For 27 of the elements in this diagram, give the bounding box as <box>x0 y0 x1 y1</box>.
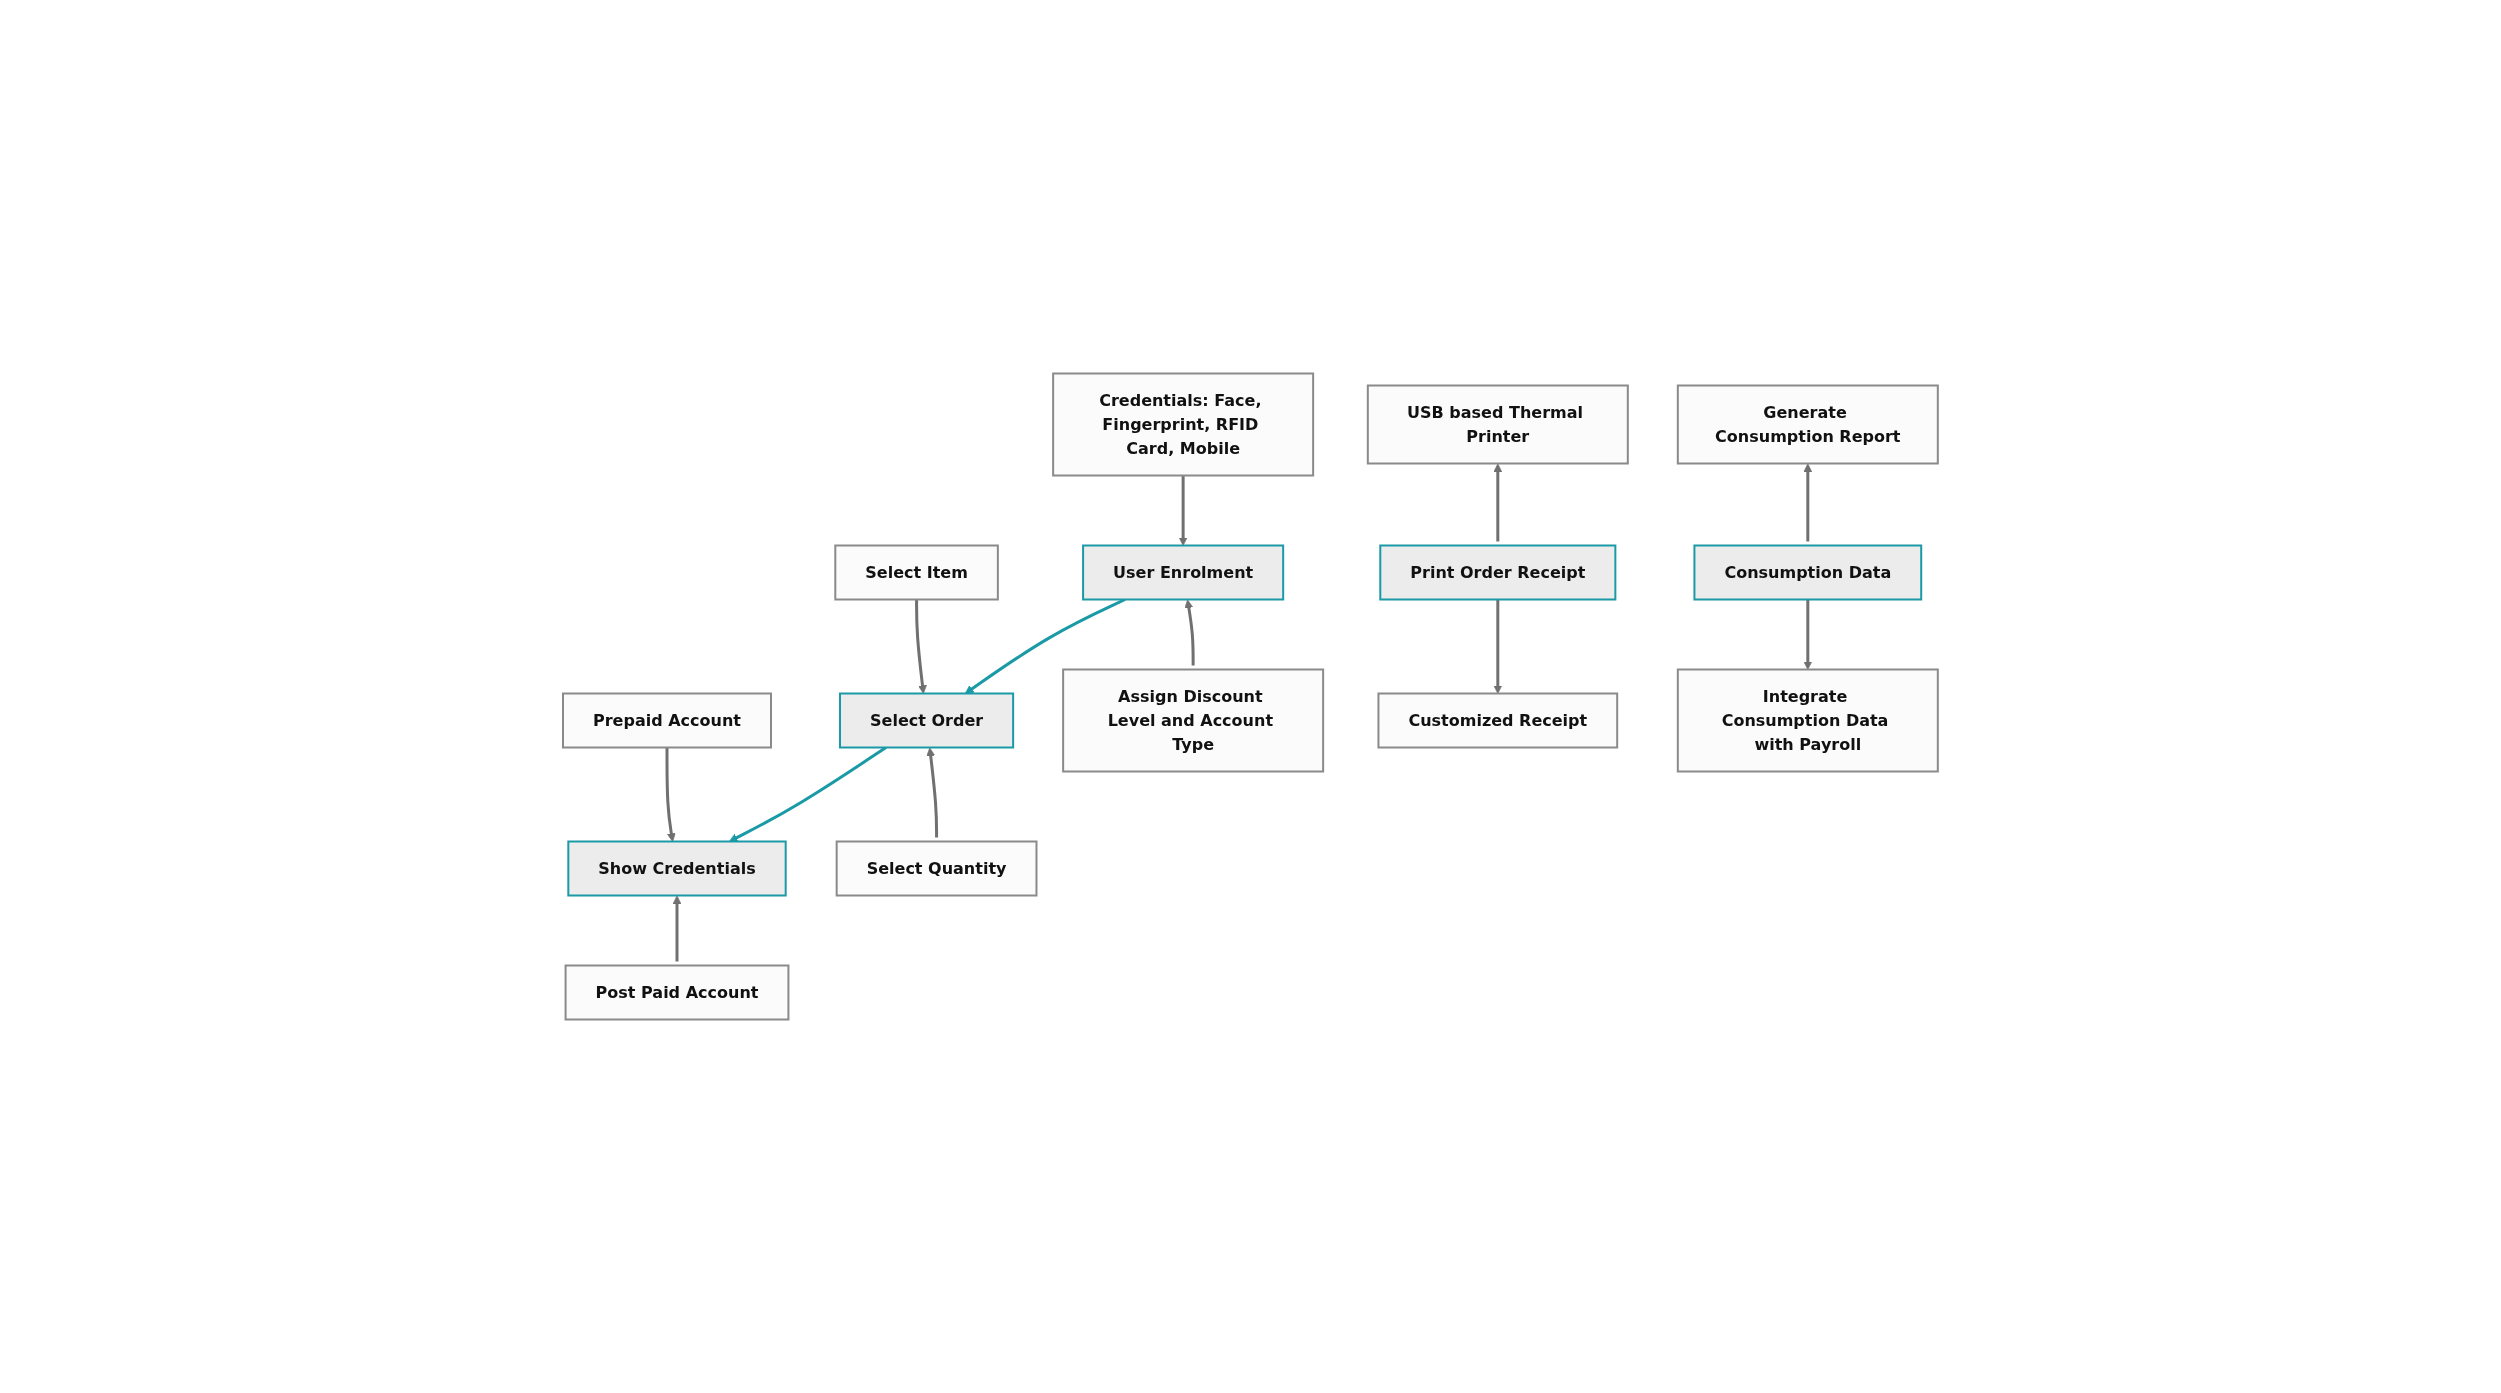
node-box: User Enrolment <box>1082 544 1285 601</box>
node-box: Consumption Data <box>1693 544 1923 601</box>
arrow <box>729 746 887 842</box>
node-box: Show Credentials <box>567 840 787 897</box>
node-box: Print Order Receipt <box>1379 544 1617 601</box>
node-box: Post Paid Account <box>564 964 790 1021</box>
node-box: USB based Thermal Printer <box>1366 384 1629 465</box>
arrow <box>1803 599 1813 670</box>
node-box: Select Quantity <box>835 840 1038 897</box>
arrow <box>915 599 927 694</box>
node-box: Credentials: Face, Fingerprint, RFID Card, Mobile <box>1052 372 1315 477</box>
node-box: Integrate Consumption Data with Payroll <box>1676 668 1939 773</box>
node-box: Select Order <box>839 692 1015 749</box>
arrow <box>1493 599 1503 694</box>
arrow <box>672 895 682 962</box>
arrow <box>1178 475 1188 546</box>
arrow <box>964 598 1126 694</box>
node-box: Customized Receipt <box>1377 692 1619 749</box>
node-box: Select Item <box>834 544 999 601</box>
arrow <box>1803 463 1813 542</box>
arrow <box>926 747 939 838</box>
node-box: Assign Discount Level and Account Type <box>1062 668 1325 773</box>
arrow <box>1184 599 1195 666</box>
node-box: Prepaid Account <box>562 692 773 749</box>
node-box: Generate Consumption Report <box>1676 384 1939 465</box>
arrow <box>665 747 676 842</box>
arrow <box>1493 463 1503 542</box>
